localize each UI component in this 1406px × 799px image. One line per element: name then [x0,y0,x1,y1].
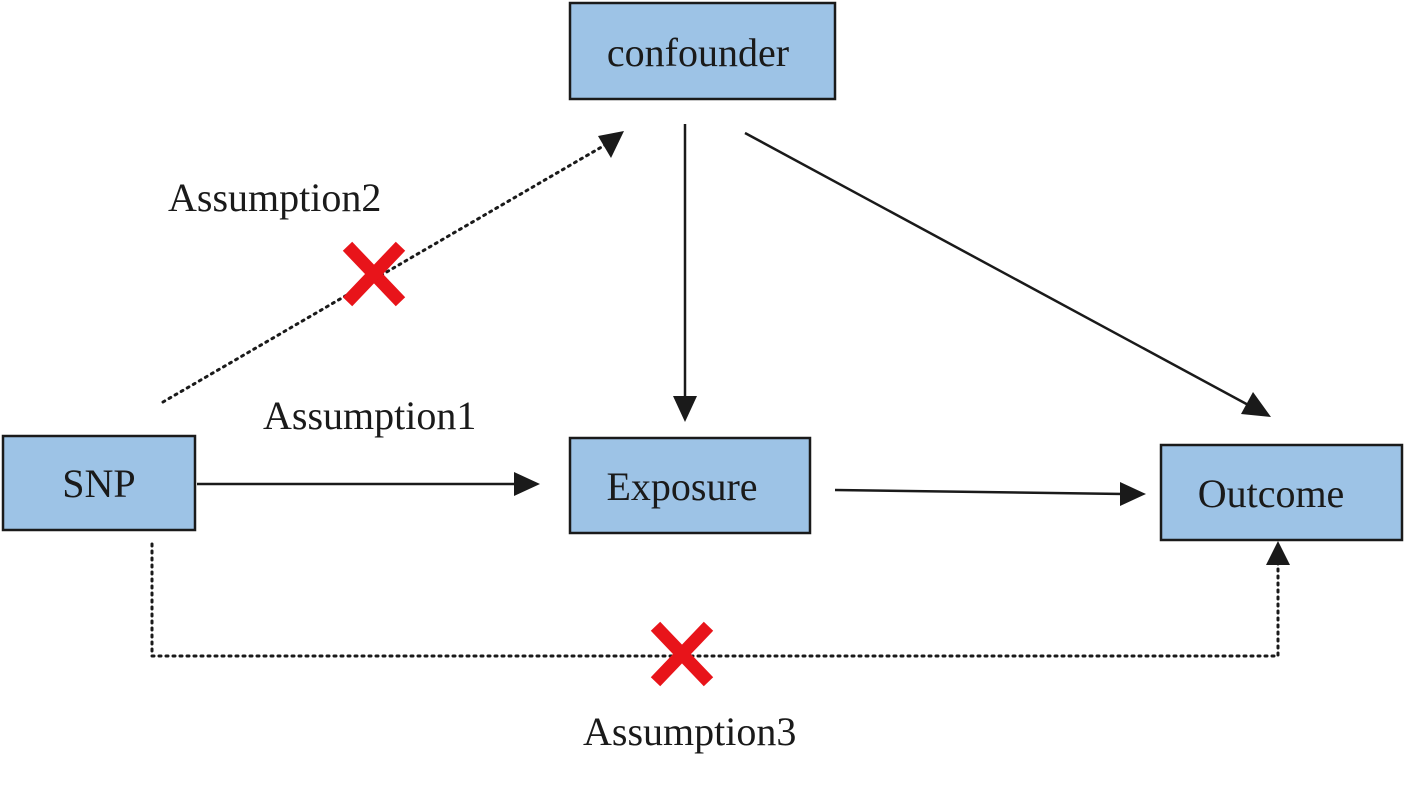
arrowhead [1241,392,1271,417]
assumption2-label: Assumption2 [168,175,381,220]
node-outcome: Outcome [1159,443,1404,542]
node-exposure: Exposure [568,436,812,535]
node-outcome-label: Outcome [1198,471,1345,516]
edge-confounder-to-exposure [673,124,697,422]
edge-snp-to-confounder [161,131,624,404]
arrowhead [1120,482,1146,506]
arrowhead [673,396,697,422]
assumption3-label: Assumption3 [583,709,796,754]
arrowhead [598,131,624,158]
node-confounder-label: confounder [607,30,789,75]
assumption1-label: Assumption1 [263,393,476,438]
cross-mark-assumption3 [650,621,714,687]
node-exposure-label: Exposure [606,464,757,509]
edge-confounder-to-outcome [744,131,1271,417]
edge-snp-to-outcome [150,541,1290,658]
node-confounder: confounder [568,1,837,101]
arrowhead [514,472,540,496]
edge-snp-to-exposure [197,472,540,496]
edge-exposure-to-outcome [834,482,1146,506]
node-snp-label: SNP [62,461,135,506]
arrowhead [1266,541,1290,565]
cross-mark-assumption2 [342,241,406,307]
node-snp: SNP [1,434,197,532]
